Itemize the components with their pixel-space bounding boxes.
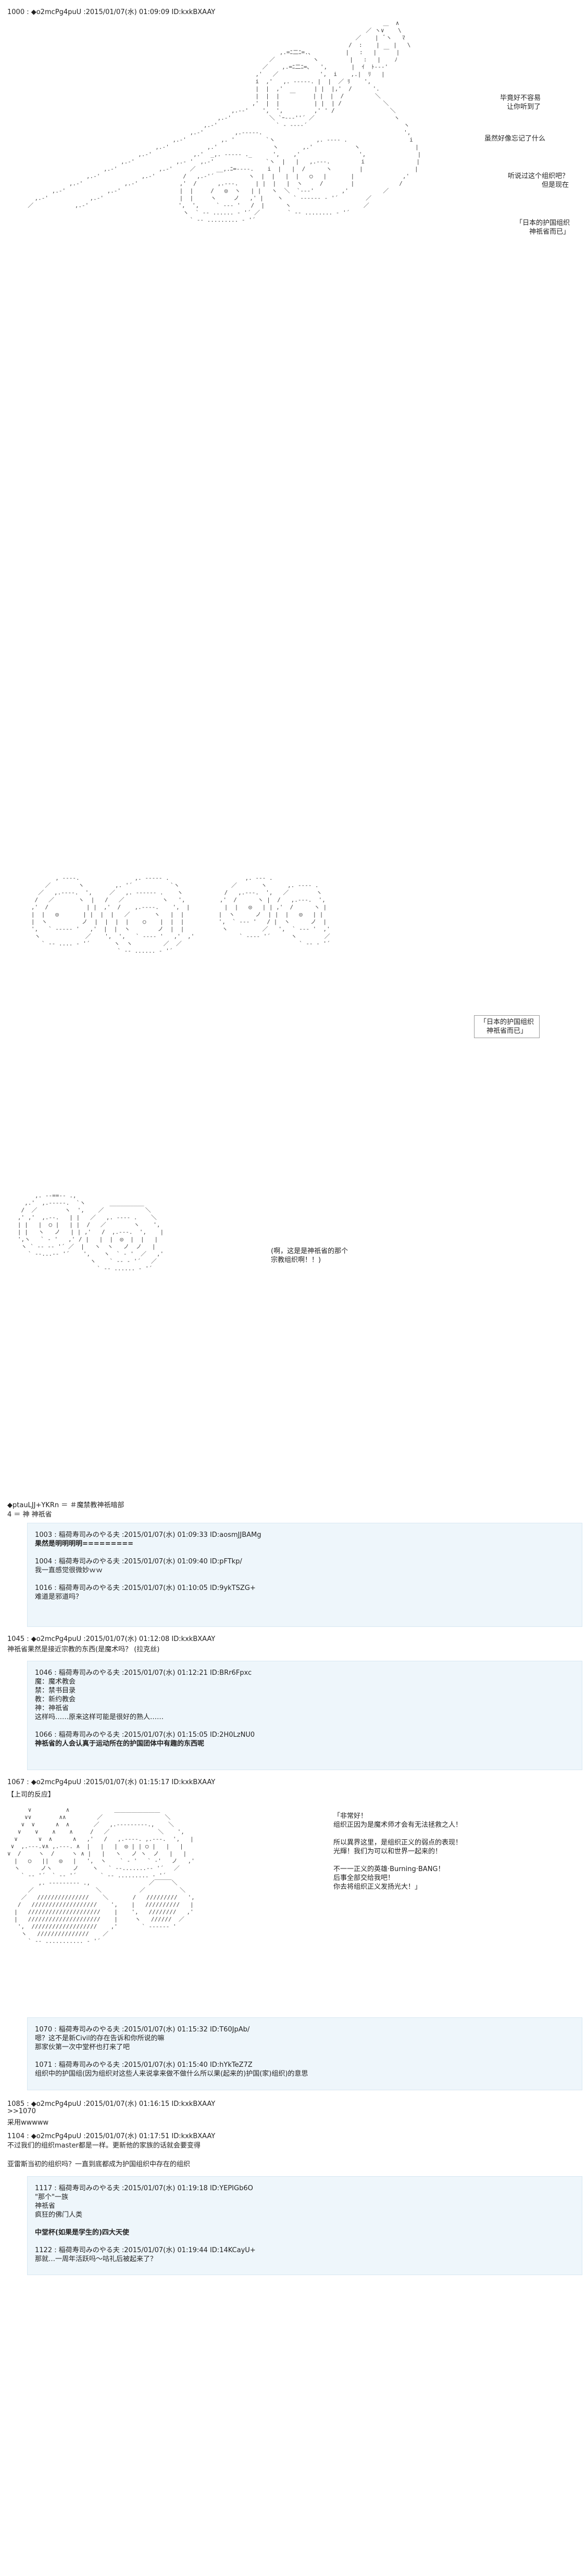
reply-line: 嗯？这不是新Civil的存在告诉和你所说的嘛	[35, 2035, 165, 2042]
comment-line: ◆ptauLJJ+YKRn ＝ ＃魔禁教神祇暗部	[7, 1501, 124, 1509]
reply-line: 我一直感觉很微妙ｗｗ	[35, 1567, 103, 1574]
reply-line: 那就…一周年活跃吗～咕礼后被起来了？	[35, 2255, 157, 2263]
reply-line: "那个"一族	[35, 2193, 68, 2201]
reply-line: 1003 : 稲荷寿司みのやる夫 :2015/01/07(水) 01:09:33…	[35, 1531, 261, 1539]
post-text: 采用wwwww	[7, 2119, 49, 2127]
speech-text: (啊，这是是神祇省的那个 宗教组织啊！！)	[271, 1247, 348, 1264]
reply-line: 魔：魔术教会	[35, 1678, 76, 1686]
reply-line: 中堂杯(如果是学生的)四大天使	[35, 2229, 129, 2237]
comment-line: 4 ＝ 神 神祇省	[7, 1511, 52, 1519]
reply-box: 1003 : 稲荷寿司みのやる夫 :2015/01/07(水) 01:09:33…	[27, 1523, 582, 1627]
reply-line: 组织中的护国组(因为组织对这些人来说拿来做不做什么所以果(起来的)护国(家)组织…	[35, 2070, 308, 2078]
reply-box: 1046 : 稲荷寿司みのやる夫 :2015/01/07(水) 01:12:21…	[27, 1661, 582, 1770]
spacer	[35, 2237, 575, 2246]
reply-line: 1071 : 稲荷寿司みのやる夫 :2015/01/07(水) 01:15:40…	[35, 2061, 253, 2069]
ascii-art: , -‐‐-. ,. -‐‐‐- . ,. -‐- . ／ ヽ ,. '´ `ヽ…	[31, 875, 330, 954]
post-text: 亚雷斯当初的组织吗？一直到底都成为护国组织中存在的组织	[7, 2161, 191, 2168]
post-text: >>1070	[7, 2107, 36, 2115]
reply-line: 果然是明明明明=========	[35, 1540, 134, 1548]
reply-line: 1046 : 稲荷寿司みのやる夫 :2015/01/07(水) 01:12:21…	[35, 1669, 252, 1677]
reply-line: 神：神祇省	[35, 1704, 69, 1712]
speech-text: 虽然好像忘记了什么	[484, 135, 546, 143]
reply-line: 神祇省的人会认真于运动所在的护国团体中有趣的东西呢	[35, 1740, 205, 1748]
reply-line: 难道是邪道吗？	[35, 1593, 83, 1601]
reply-line: 1004 : 稲荷寿司みのやる夫 :2015/01/07(水) 01:09:40…	[35, 1558, 242, 1565]
speech-text: 「日本的护国组织 神祇省而已」	[516, 219, 570, 236]
post-tag: 【上司的反应】	[7, 1791, 55, 1799]
post-text: 神祇省果然是接近宗教的东西(是魔术吗？ (拉克丝)	[7, 1646, 160, 1653]
reply-line: 疯狂的佛门人类	[35, 2211, 83, 2219]
speech-text: 「非常好！ 组织正因为是魔术师才会有无法拯救之人！ 所以異界这里，是组织正义的弱…	[333, 1812, 463, 1891]
reply-line: 1066 : 稲荷寿司みのやる夫 :2015/01/07(水) 01:15:05…	[35, 1731, 255, 1739]
speech-text: 听说过这个组织吧？ 但是现在	[508, 172, 569, 189]
ascii-art: ,. -‐==‐- ., ,.' ,.-‐‐‐-. `ヽ __________ …	[17, 1192, 164, 1272]
post-header: 1104 : ◆o2mcPg4puU :2015/01/07(水) 01:17:…	[7, 2132, 216, 2140]
post-text: 不过我们的组织master都是一样。更新他的家族的话就会要变得	[7, 2142, 201, 2150]
post-header: 1067 : ◆o2mcPg4puU :2015/01/07(水) 01:15:…	[7, 1778, 216, 1786]
reply-line: 1070 : 稲荷寿司みのやる夫 :2015/01/07(水) 01:15:32…	[35, 2026, 250, 2034]
reply-line: 这样吗……原来这样可能是很好的熟人……	[35, 1713, 164, 1721]
spacer	[35, 2219, 575, 2228]
spacer	[35, 1575, 575, 1584]
post-header: 1000 : ◆o2mcPg4puU :2015/01/07(水) 01:09:…	[7, 8, 216, 16]
reply-line: 教：新约教会	[35, 1696, 76, 1703]
reply-line: 1117 : 稲荷寿司みのやる夫 :2015/01/07(水) 01:19:18…	[35, 2184, 253, 2192]
ascii-art: ∨ ∧ ＿＿＿＿＿＿＿＿ ∨∨ ∧∧ ／ ＼ ∨ ∨ ∧ ∧ ／ ,.-‐‐‐‐…	[7, 1807, 195, 1944]
reply-line: 1016 : 稲荷寿司みのやる夫 :2015/01/07(水) 01:10:05…	[35, 1584, 256, 1592]
speech-text: 毕竟好不容易 让你听到了	[500, 94, 541, 111]
reply-box: 1117 : 稲荷寿司みのやる夫 :2015/01/07(水) 01:19:18…	[27, 2176, 582, 2275]
reply-line: 神祇省	[35, 2202, 56, 2210]
reply-line: 那家伙第一次中堂杯也打来了吧	[35, 2043, 130, 2051]
reply-line: 禁：禁书目录	[35, 1687, 76, 1695]
post-header: 1085 : ◆o2mcPg4puU :2015/01/07(水) 01:16:…	[7, 2100, 216, 2108]
post-header: 1045 : ◆o2mcPg4puU :2015/01/07(水) 01:12:…	[7, 1635, 216, 1643]
reply-line: 1122 : 稲荷寿司みのやる夫 :2015/01/07(水) 01:19:44…	[35, 2246, 256, 2254]
spacer	[35, 1722, 575, 1731]
ascii-art: ＿ ∧ ／ ヽ∨ \	[28, 20, 421, 223]
reply-box: 1070 : 稲荷寿司みのやる夫 :2015/01/07(水) 01:15:32…	[27, 2017, 582, 2090]
spacer	[35, 1548, 575, 1557]
spacer	[35, 2052, 575, 2061]
caption-frame: 「日本的护国组织 神祇省而已」	[474, 1015, 540, 1038]
